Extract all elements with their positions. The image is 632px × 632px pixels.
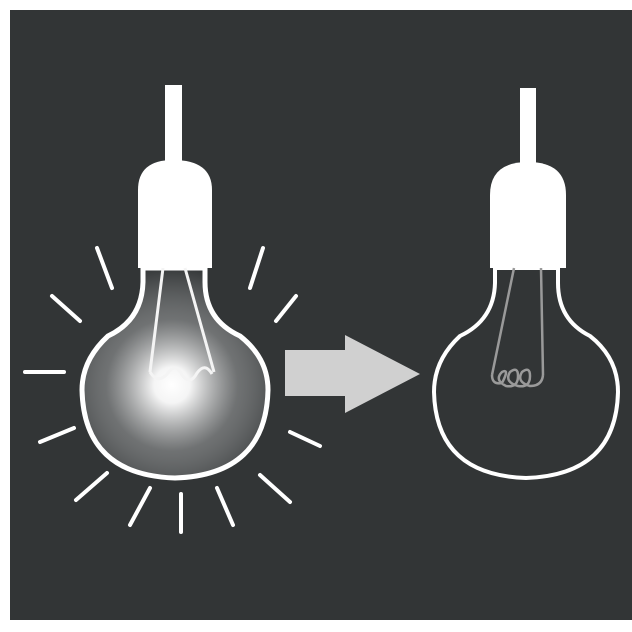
illustration bbox=[10, 10, 632, 620]
socket bbox=[138, 160, 212, 268]
dark-background bbox=[10, 10, 632, 620]
socket bbox=[490, 162, 566, 268]
cord bbox=[520, 88, 536, 163]
illustration-panel bbox=[10, 10, 632, 620]
cord bbox=[165, 85, 182, 162]
